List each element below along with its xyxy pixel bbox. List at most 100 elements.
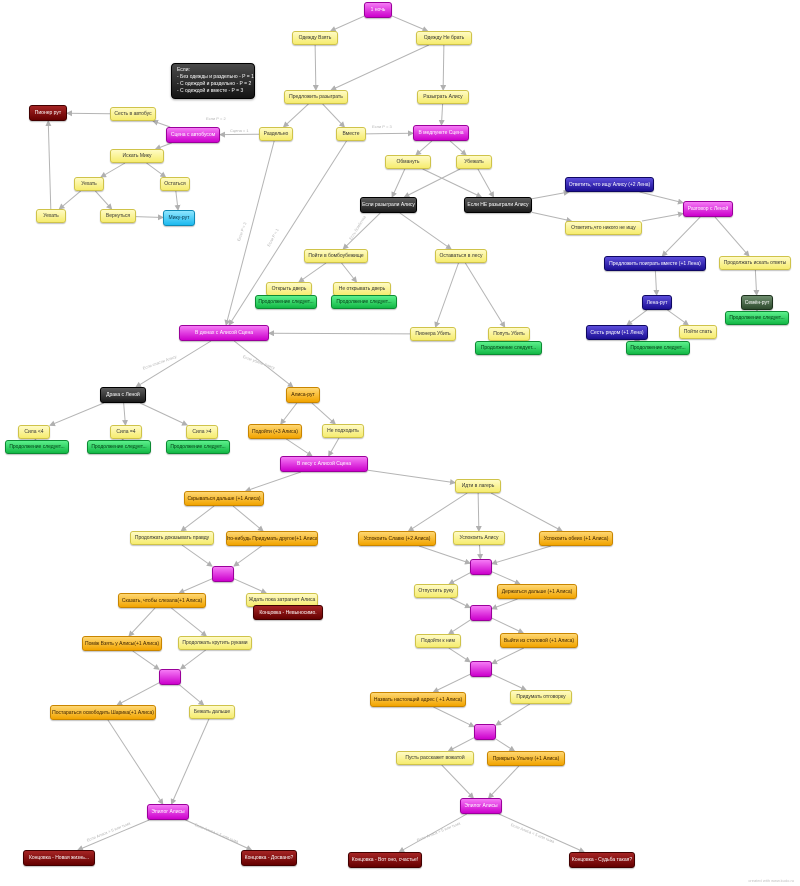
node-n75[interactable]: Постараться освободить Шарика(+1 Алиса) [50,705,156,720]
node-n22[interactable]: Ответить, что ищу Алису (+2 Лена) [565,177,654,192]
node-n1[interactable]: 1 ночь [364,2,392,18]
node-n32[interactable]: Продолжать искать ответы [719,256,791,270]
node-n74[interactable] [470,661,492,677]
node-n69[interactable]: Поміж Взять у Алисы(+1 Алиса) [82,636,162,651]
node-n66[interactable]: Отпустить руку [414,584,458,598]
node-n29[interactable]: Продолжение следует... [255,295,317,309]
node-n63[interactable]: Сказать, чтобы слезала(+1 Алиса) [118,593,206,608]
node-n57[interactable]: Что-нибудь Придумать другое(+1 Алиса) [226,531,318,546]
node-n79[interactable] [474,724,496,740]
node-n27[interactable]: Открыть дверь [266,282,312,296]
node-n31[interactable]: Предложить поиграть вместе (+1 Лена) [604,256,706,271]
node-n45[interactable]: Сила <4 [18,425,50,439]
node-n8[interactable]: В медпункте Сцена [413,125,469,141]
node-n87[interactable]: Концовка - Судьба такая? [569,852,635,868]
node-n21[interactable]: Если НЕ разыграли Алису [464,197,532,213]
edge-n24-n31 [661,216,701,257]
edge-n43-n46 [122,402,129,426]
node-n77[interactable]: Назвать настоящий адрес ( +1 Алиса) [370,692,466,707]
node-n41[interactable]: Попуть Убить [488,327,530,341]
node-n30[interactable]: Продолжение следует... [331,295,397,309]
node-n12[interactable]: Искать Мику [110,149,164,163]
node-n80[interactable]: Пусть расскажет вожатой [396,751,474,765]
node-n36[interactable]: Продолжение следует... [626,341,690,355]
node-n56[interactable]: Продолжать доказывать правду [130,531,214,545]
node-n50[interactable]: Продолжение следует... [166,440,230,454]
node-n48[interactable]: Продолжение следует... [5,440,69,454]
node-n43[interactable]: Драка с Леной [100,387,146,403]
edge-n76-n82 [170,718,210,805]
node-n4[interactable]: Предложить разыграть [284,90,348,104]
node-n16[interactable]: Вернуться [100,209,136,223]
node-n49[interactable]: Продолжение следует... [87,440,151,454]
node-n3[interactable]: Одежду Не брать [416,31,472,45]
node-n13[interactable]: Уехать [74,177,104,191]
node-n6[interactable]: Раздельно [259,127,293,141]
node-n73[interactable] [159,669,181,685]
node-n19[interactable]: Убежать [456,155,492,169]
node-n15[interactable]: Уехать [36,209,66,223]
node-n18[interactable]: Обмануть [385,155,431,169]
node-n83[interactable]: Эпилог Алисы [460,798,502,814]
node-n23[interactable]: Ответить,что никого не ищу [565,221,642,235]
node-n7[interactable]: Вместе [336,127,366,141]
edge-n1-n3 [391,15,429,32]
edge-n32-n37 [753,269,760,296]
edge-n19-n21 [477,168,495,198]
node-n67[interactable]: Держаться дальше (+1 Алиса) [497,584,577,599]
edge-n83-n87 [498,813,585,853]
edge-n40-n39 [268,330,411,337]
node-n38[interactable]: Продолжение следует... [725,311,789,325]
node-n44[interactable]: Алиса-рут [286,387,320,403]
node-n60[interactable]: Успокоить обеих (+1 Алиса) [539,531,613,546]
node-n40[interactable]: Пионера Убить [410,327,456,341]
node-n52[interactable]: Не подходить [322,424,364,438]
node-n65[interactable]: Концовка - Невыносимо. [253,605,323,620]
node-n28[interactable]: Не открывать дверь [333,282,391,296]
node-n33[interactable]: Лена-рут [642,295,672,310]
node-n20[interactable]: Если разыграли Алису [360,197,417,213]
node-n61[interactable] [212,566,234,582]
edge-n57-n61 [233,545,262,567]
node-n82[interactable]: Эпилог Алисы [147,804,189,820]
node-n78[interactable]: Придумать отговорку [510,690,572,704]
edge-n83-n86 [398,813,468,853]
node-n55[interactable]: Идти в лагерь [455,479,501,493]
node-n47[interactable]: Сила >4 [186,425,218,439]
node-n76[interactable]: Бежать дальше [189,705,235,719]
node-n53[interactable]: В лесу с Алисой Сцена [280,456,368,472]
edge-n33-n35 [667,309,690,326]
node-n72[interactable]: Выйти из столовой (+1 Алиса) [500,633,578,648]
node-n85[interactable]: Концовка - Досвано? [241,850,297,866]
node-n2[interactable]: Одежду Взять [292,31,338,45]
node-n42[interactable]: Продолжение следует... [475,341,542,355]
node-n62[interactable] [470,559,492,575]
node-n25[interactable]: Пойти в бомбоубежище [304,249,368,263]
node-n46[interactable]: Сила =4 [110,425,142,439]
node-n59[interactable]: Успокоить Алису [453,531,505,545]
node-n26[interactable]: Оставаться в лесу [435,249,487,263]
node-n35[interactable]: Пойти спать [679,325,717,339]
node-n54[interactable]: Скрываться дальше (+1 Алиса) [184,491,264,506]
node-n39[interactable]: В дюнах с Алисой Сцена [179,325,269,341]
node-n70[interactable]: Продолжать крутить руками [178,636,252,650]
node-n34[interactable]: Сесть рядом (+1 Лена) [586,325,648,340]
node-n5[interactable]: Разыграть Алису [417,90,469,104]
node-n14[interactable]: Остаться [160,177,190,191]
node-n37[interactable]: Семён-рут [741,295,773,310]
node-n11[interactable]: Сцена с автобусом [166,127,220,143]
node-n9[interactable]: Пионер рут [29,105,67,121]
node-n17[interactable]: Мику-рут [163,210,195,226]
node-n68[interactable] [470,605,492,621]
node-n51[interactable]: Подойти (+3 Алиса) [248,424,302,439]
node-n24[interactable]: Разговор с Леной [683,201,733,217]
node-n10[interactable]: Сесть в автобус [110,107,156,121]
node-n58[interactable]: Успокоить Славю (+2 Алиса) [358,531,436,546]
edge-n61-n64 [233,578,268,594]
node-n84[interactable]: Концовка - Новая жизнь... [23,850,95,866]
node-n71[interactable]: Подойти к ним [415,634,461,648]
edge-n4-n7 [322,103,346,128]
node-n81[interactable]: Прикрыть Ульяну (+1 Алиса) [487,751,565,766]
node-n86[interactable]: Концовка - Вот оно, счастье! [348,852,422,868]
